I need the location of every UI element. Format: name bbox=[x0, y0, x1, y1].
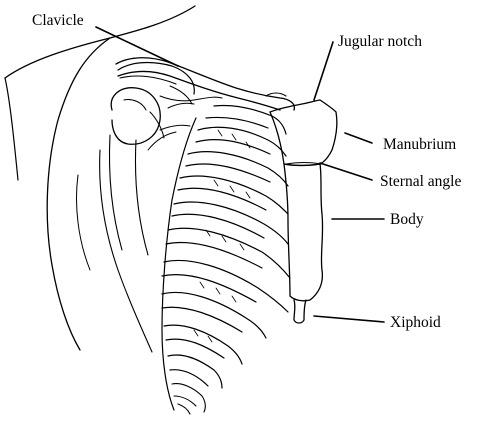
xiphoid-bone bbox=[293, 299, 307, 324]
clavicle-leader bbox=[95, 26, 179, 67]
label-manubrium: Manubrium bbox=[383, 136, 456, 153]
xiphoid-leader bbox=[313, 315, 385, 323]
label-body: Body bbox=[390, 211, 424, 228]
jugular-notch-leader bbox=[313, 41, 334, 101]
label-clavicle: Clavicle bbox=[32, 12, 84, 29]
manubrium-leader bbox=[344, 132, 373, 144]
sternum bbox=[269, 99, 338, 324]
humeral-head bbox=[110, 87, 165, 145]
rib-cage bbox=[161, 104, 291, 415]
clavicle-bone bbox=[115, 57, 296, 111]
label-sternal-angle: Sternal angle bbox=[380, 173, 461, 190]
sternal-angle-leader bbox=[319, 162, 373, 181]
leader-lines bbox=[95, 26, 385, 323]
label-xiphoid: Xiphoid bbox=[390, 314, 441, 331]
body-outline bbox=[4, 5, 196, 353]
sternal-body-bone bbox=[283, 163, 324, 302]
labels: Clavicle Jugular notch Manubrium Sternal… bbox=[32, 12, 461, 331]
label-jugular-notch: Jugular notch bbox=[338, 33, 422, 50]
